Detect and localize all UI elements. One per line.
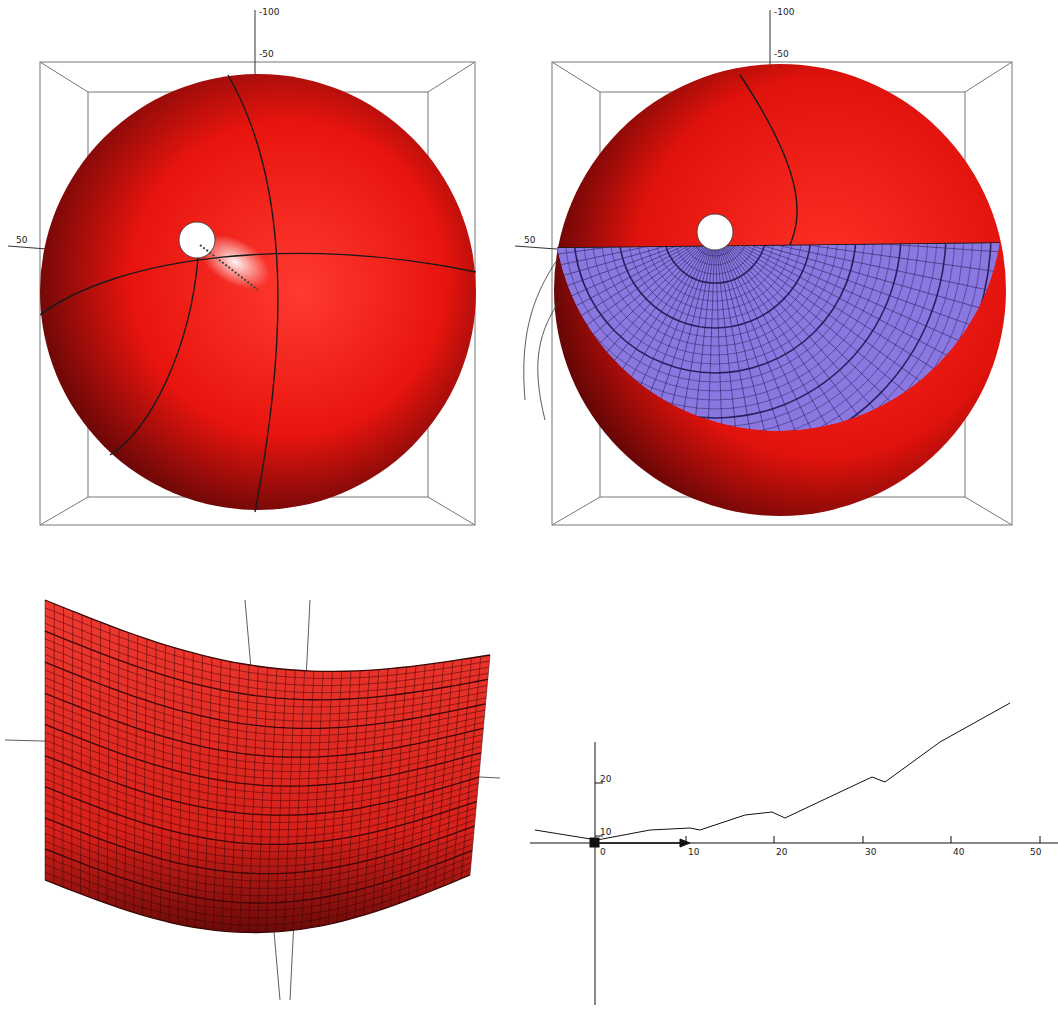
- axis-tick-label: 50: [524, 236, 535, 245]
- sphere: [40, 74, 476, 510]
- great-circle: [40, 75, 476, 512]
- mesh-surface: [215, 0, 1058, 732]
- axis-tick-label: 40: [953, 848, 964, 857]
- axis-tick-label: -50: [774, 50, 789, 59]
- surface-plot: [45, 600, 490, 933]
- axis-tick-label: 50: [1030, 848, 1041, 857]
- axis-tick-label: 30: [865, 848, 876, 857]
- axis-tick-label: 50: [16, 236, 27, 245]
- axis-tick-label: -100: [774, 8, 794, 17]
- bounding-box: [515, 10, 1012, 525]
- chart-axes: [530, 742, 1058, 1005]
- axis-tick-label: -100: [259, 8, 279, 17]
- axis-ticks: [200, 245, 258, 290]
- axis-line: [5, 600, 500, 1000]
- axis-tick-label: -50: [259, 50, 274, 59]
- axis-tick-label: 20: [776, 848, 787, 857]
- bounding-box: [8, 10, 475, 525]
- axis-tick-label: 10: [688, 848, 699, 857]
- data-line: [535, 703, 1010, 840]
- axis-tick-label: 20: [600, 775, 611, 784]
- axis-tick-label: 10: [600, 828, 611, 837]
- sphere-hole: [697, 214, 733, 250]
- axis-tick-label: 0: [600, 848, 606, 857]
